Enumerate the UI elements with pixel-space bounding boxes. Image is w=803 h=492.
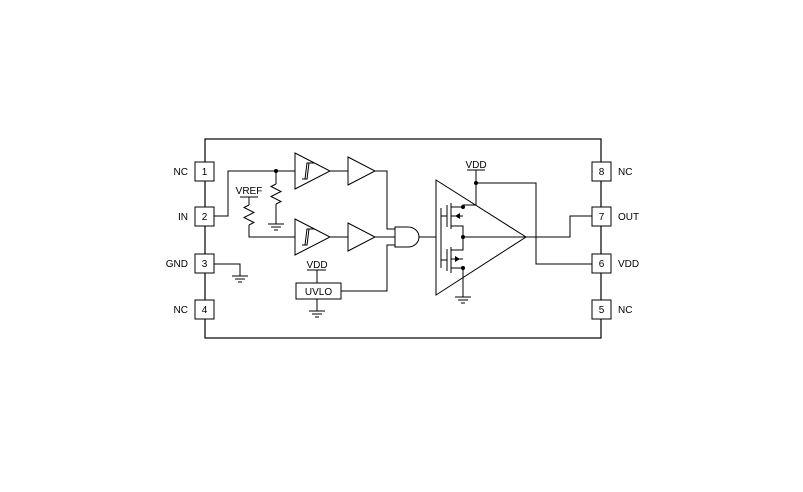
pin-number: 5: [599, 305, 605, 316]
pin-label: NC: [174, 305, 188, 316]
pin-5: 5 NC: [591, 299, 632, 320]
pin-6: 6 VDD: [591, 253, 639, 274]
pin-3: 3 GND: [166, 253, 215, 274]
wiring: [214, 169, 592, 318]
pin-number: 4: [202, 305, 208, 316]
pin-label: OUT: [618, 212, 639, 223]
buffer-upper: [347, 156, 377, 186]
buffer-lower: [347, 222, 377, 252]
comparator-lower: [294, 218, 332, 256]
output-driver: [435, 179, 527, 296]
vref-label: VREF: [236, 186, 263, 197]
ic-package-outline: [204, 138, 602, 339]
pin-2: 2 IN: [178, 206, 215, 227]
pin-label: VDD: [618, 259, 639, 270]
pin-number: 8: [599, 167, 605, 178]
pin-number: 6: [599, 259, 605, 270]
uvlo-label: UVLO: [305, 287, 332, 298]
pin-label: NC: [174, 167, 188, 178]
pin-number: 7: [599, 212, 605, 223]
uvlo-vdd-label: VDD: [306, 260, 327, 271]
pin-4: 4 NC: [174, 299, 215, 320]
pin-label: NC: [618, 305, 632, 316]
driver-vdd-label: VDD: [465, 160, 486, 171]
pin-label: NC: [618, 167, 632, 178]
pin-7: 7 OUT: [591, 206, 639, 227]
comparator-upper: [294, 152, 332, 190]
pin-label: IN: [178, 212, 188, 223]
pin-1: 1 NC: [174, 161, 215, 182]
pin-label: GND: [166, 259, 188, 270]
pin-number: 3: [202, 259, 208, 270]
uvlo-block: [295, 282, 342, 300]
and-gate: [394, 226, 420, 248]
pin-8: 8 NC: [591, 161, 632, 182]
pin-number: 1: [202, 167, 208, 178]
pin-number: 2: [202, 212, 208, 223]
